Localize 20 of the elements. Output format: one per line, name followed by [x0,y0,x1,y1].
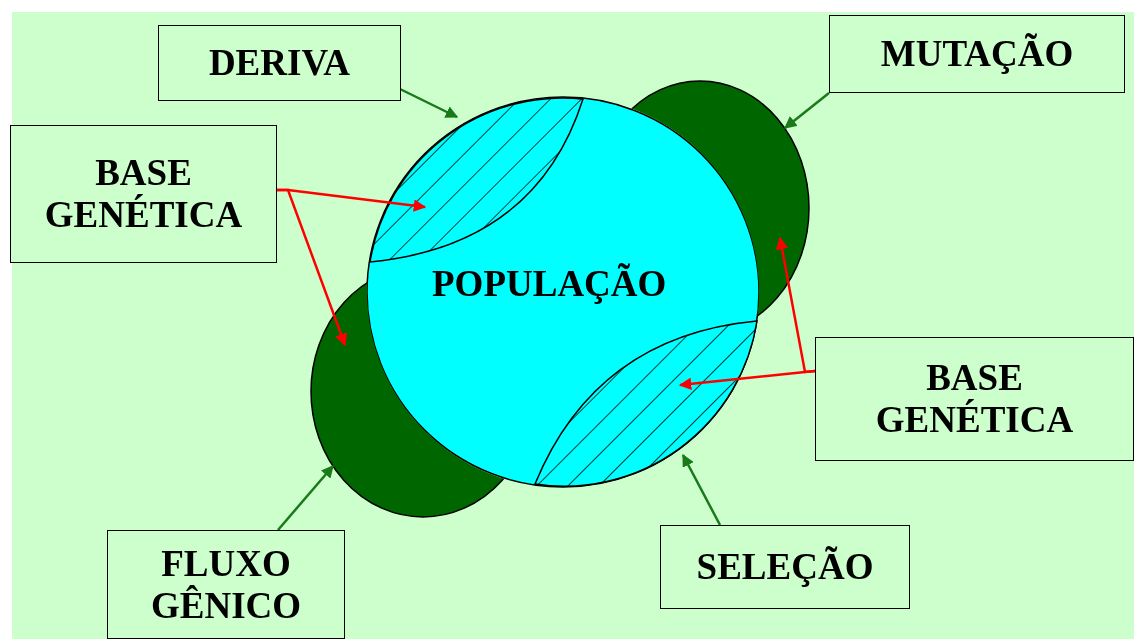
box-label: SELEÇÃO [696,546,874,588]
arrow [277,465,334,531]
box-label: MUTAÇÃO [880,33,1074,75]
label-box [815,337,1134,461]
arrow [399,87,459,119]
label-box [660,525,910,609]
box-label: FLUXO GÊNICO [149,542,303,627]
box-label: BASE GENÉTICA [874,357,1075,441]
box-label: BASE GENÉTICA [43,152,244,236]
hatched-segment [531,318,761,490]
arrow [775,236,816,374]
circle-label: POPULAÇÃO [432,263,667,305]
label-box [829,15,1125,93]
arrow [681,453,722,526]
arrow [277,188,347,347]
arrow [784,92,830,129]
box-label: DERIVA [208,42,351,84]
label-box [158,25,401,101]
label-box [107,530,345,639]
label-box [10,125,277,263]
